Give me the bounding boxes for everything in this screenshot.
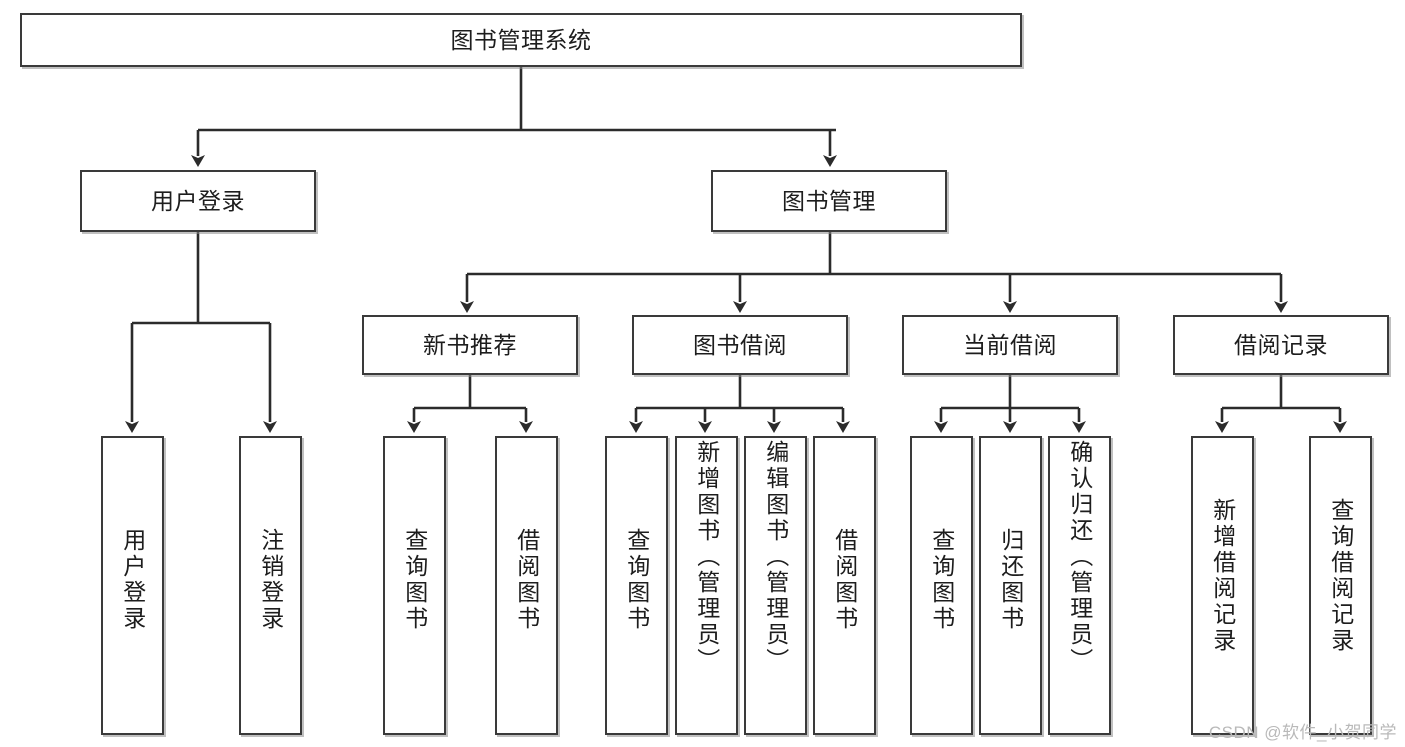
node-leaf-add-book[interactable]: 新增图书（管理员）	[675, 436, 738, 735]
node-book-manage[interactable]: 图书管理	[711, 170, 947, 232]
node-leaf-return-book-label: 归还图书	[997, 528, 1024, 632]
node-root-label: 图书管理系统	[450, 26, 592, 53]
node-current-borrow-label: 当前借阅	[963, 331, 1057, 358]
node-book-manage-label: 图书管理	[782, 187, 876, 214]
node-leaf-query-record-label: 查询借阅记录	[1327, 498, 1354, 654]
node-new-book-recommend-label: 新书推荐	[423, 331, 517, 358]
node-leaf-query-book-1-label: 查询图书	[401, 528, 428, 632]
node-leaf-borrow-book-2-label: 借阅图书	[831, 528, 858, 632]
node-leaf-user-login-label: 用户登录	[119, 528, 146, 632]
node-leaf-query-book-1[interactable]: 查询图书	[383, 436, 446, 735]
watermark: CSDN @软件_小贺同学	[1208, 723, 1397, 742]
node-leaf-edit-book-label: 编辑图书（管理员）	[762, 440, 789, 674]
node-leaf-confirm-return[interactable]: 确认归还（管理员）	[1048, 436, 1111, 735]
node-leaf-query-record[interactable]: 查询借阅记录	[1309, 436, 1372, 735]
node-book-borrow[interactable]: 图书借阅	[632, 315, 848, 375]
node-leaf-query-book-3-label: 查询图书	[928, 528, 955, 632]
node-leaf-edit-book[interactable]: 编辑图书（管理员）	[744, 436, 807, 735]
node-leaf-add-record[interactable]: 新增借阅记录	[1191, 436, 1254, 735]
node-leaf-confirm-return-label: 确认归还（管理员）	[1066, 440, 1093, 674]
node-leaf-logout-login-label: 注销登录	[257, 528, 284, 632]
node-leaf-borrow-book-2[interactable]: 借阅图书	[813, 436, 876, 735]
node-leaf-add-record-label: 新增借阅记录	[1209, 498, 1236, 654]
node-leaf-borrow-book-1-label: 借阅图书	[513, 528, 540, 632]
node-current-borrow[interactable]: 当前借阅	[902, 315, 1118, 375]
node-leaf-user-login[interactable]: 用户登录	[101, 436, 164, 735]
node-borrow-record-label: 借阅记录	[1234, 331, 1328, 358]
node-user-login-label: 用户登录	[151, 187, 245, 214]
node-user-login[interactable]: 用户登录	[80, 170, 316, 232]
node-leaf-borrow-book-1[interactable]: 借阅图书	[495, 436, 558, 735]
node-book-borrow-label: 图书借阅	[693, 331, 787, 358]
node-leaf-query-book-3[interactable]: 查询图书	[910, 436, 973, 735]
node-leaf-add-book-label: 新增图书（管理员）	[693, 440, 720, 674]
node-leaf-query-book-2[interactable]: 查询图书	[605, 436, 668, 735]
node-leaf-return-book[interactable]: 归还图书	[979, 436, 1042, 735]
node-new-book-recommend[interactable]: 新书推荐	[362, 315, 578, 375]
node-root[interactable]: 图书管理系统	[20, 13, 1022, 67]
node-leaf-query-book-2-label: 查询图书	[623, 528, 650, 632]
node-leaf-logout-login[interactable]: 注销登录	[239, 436, 302, 735]
node-borrow-record[interactable]: 借阅记录	[1173, 315, 1389, 375]
